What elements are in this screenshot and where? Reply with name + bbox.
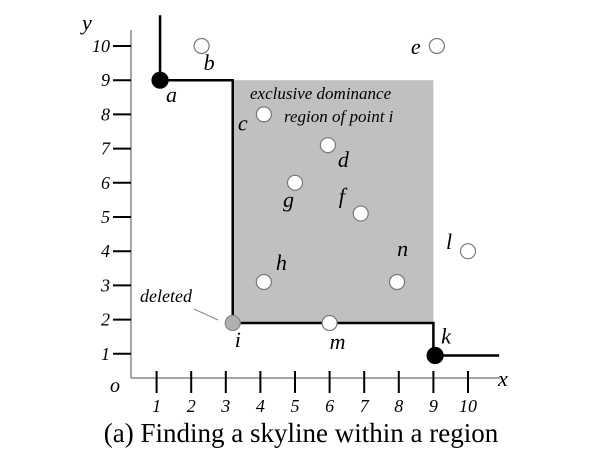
point-label-a: a [166, 82, 177, 107]
figure-caption: (a) Finding a skyline within a region [103, 418, 499, 448]
origin-label: o [110, 375, 120, 397]
y-tick-label: 7 [101, 139, 111, 159]
x-tick-label: 3 [220, 396, 230, 416]
point-label-n: n [397, 236, 408, 261]
point-k [426, 346, 444, 365]
x-tick-label: 9 [429, 396, 438, 416]
point-i [224, 314, 241, 332]
x-tick-label: 8 [394, 396, 403, 416]
point-b [193, 37, 210, 55]
x-tick-label: 2 [187, 396, 196, 416]
point-n [388, 273, 406, 291]
point-label-d: d [338, 147, 350, 172]
point-label-g: g [283, 187, 294, 212]
x-axis-label: x [497, 366, 508, 391]
point-label-i: i [235, 327, 241, 352]
deleted-annotation: deleted [140, 286, 193, 306]
region-label-line1: exclusive dominance [250, 84, 392, 103]
x-tick-label: 10 [459, 396, 477, 416]
point-label-h: h [276, 250, 287, 275]
point-label-e: e [411, 34, 421, 59]
x-tick-label: 4 [256, 396, 265, 416]
point-label-k: k [441, 324, 452, 349]
y-tick-label: 2 [101, 310, 110, 330]
y-tick-label: 3 [100, 275, 110, 295]
y-tick-label: 5 [101, 207, 110, 227]
x-tick-label: 6 [325, 396, 334, 416]
point-label-f: f [339, 184, 348, 209]
point-m [321, 314, 338, 332]
x-tick-label: 5 [291, 396, 300, 416]
y-tick-label: 4 [101, 241, 110, 261]
y-tick-label: 6 [101, 173, 110, 193]
point-e [428, 37, 445, 55]
y-axis-label: y [80, 10, 92, 35]
point-a [151, 71, 169, 89]
point-label-c: c [238, 110, 248, 135]
x-tick-label: 1 [152, 396, 161, 416]
point-f [352, 205, 369, 222]
skyline-plot: 1 2 3 4 5 6 7 8 9 10 1 2 3 4 5 6 7 8 9 10 y x o exclusive d… [80, 10, 508, 416]
deleted-leader-line [193, 308, 219, 321]
point-g [286, 174, 304, 191]
point-c [255, 106, 272, 123]
y-tick-label: 8 [101, 104, 110, 124]
point-label-l: l [446, 229, 452, 254]
y-tick-label: 1 [101, 344, 110, 364]
y-tick-label: 9 [101, 70, 110, 90]
point-l [459, 243, 477, 260]
region-label-line2: region of point i [284, 107, 394, 126]
y-tick-label: 10 [92, 36, 110, 56]
point-label-m: m [330, 329, 346, 354]
point-label-b: b [204, 50, 215, 75]
point-h [255, 273, 272, 291]
x-tick-label: 7 [360, 396, 370, 416]
point-d [319, 137, 336, 154]
